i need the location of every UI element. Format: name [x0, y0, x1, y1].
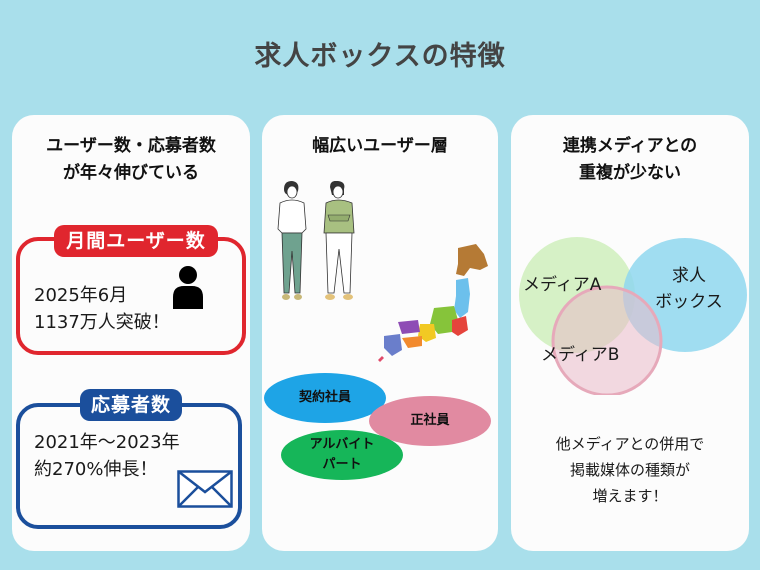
card-low-overlap: 連携メディアとの 重複が少ない メディアA 求人 ボックス メディアB 他メディ… — [511, 115, 749, 551]
fulltime-label: 正社員 — [410, 413, 450, 428]
person-icon — [173, 266, 203, 309]
card-title-line1: ユーザー数・応募者数 — [46, 136, 216, 156]
kyujin-box-label: 求人 ボックス — [639, 263, 739, 315]
media-b-label: メディアB — [541, 345, 620, 365]
card-title-line2: が年々伸びている — [63, 163, 199, 183]
employment-type-parttime: アルバイト パート — [281, 430, 403, 480]
note-line1: 他メディアとの併用で — [555, 435, 705, 453]
media-a-label: メディアA — [523, 275, 602, 295]
combined-use-note: 他メディアとの併用で 掲載媒体の種類が 増えます！ — [511, 431, 749, 509]
japan-map-illustration — [378, 244, 488, 362]
parttime-label-line2: パート — [322, 457, 362, 472]
monthly-users-badge: 月間ユーザー数 — [54, 225, 218, 257]
card-title: ユーザー数・応募者数 が年々伸びている — [12, 133, 250, 187]
applicants-growth: 約270%伸長！ — [34, 459, 158, 480]
mail-icon — [177, 470, 233, 508]
kyujin-box-label-line2: ボックス — [655, 292, 723, 312]
contract-label: 契約社員 — [298, 390, 351, 405]
card-title-line2: 重複が少ない — [579, 163, 681, 183]
applicants-badge: 応募者数 — [80, 389, 182, 421]
card-title: 幅広いユーザー層 — [312, 136, 448, 156]
employment-type-contract: 契約社員 — [264, 373, 386, 423]
kyujin-box-label-line1: 求人 — [672, 266, 706, 286]
applicants-box — [16, 403, 242, 529]
employment-type-fulltime: 正社員 — [369, 396, 491, 446]
card-title-line1: 連携メディアとの — [562, 136, 698, 156]
card-title: 連携メディアとの 重複が少ない — [511, 133, 749, 187]
parttime-label-line1: アルバイト — [309, 437, 375, 452]
monthly-users-stat: 2025年6月 1137万人突破！ — [34, 282, 170, 336]
applicants-stat: 2021年〜2023年 約270%伸長！ — [34, 429, 180, 483]
monthly-users-date: 2025年6月 — [34, 285, 128, 306]
applicants-period: 2021年〜2023年 — [34, 432, 180, 453]
venn-diagram — [519, 237, 747, 395]
monthly-users-value: 1137万人突破！ — [34, 312, 170, 333]
card-wide-user-base: 幅広いユーザー層 契約社員 正社員 アルバイト パ — [262, 115, 498, 551]
note-line3: 増えます！ — [592, 487, 668, 505]
page-title: 求人ボックスの特徴 — [254, 41, 506, 72]
people-illustration — [277, 181, 355, 300]
note-line2: 掲載媒体の種類が — [569, 461, 690, 479]
card-user-growth: ユーザー数・応募者数 が年々伸びている 月間ユーザー数 2025年6月 1137… — [12, 115, 250, 551]
